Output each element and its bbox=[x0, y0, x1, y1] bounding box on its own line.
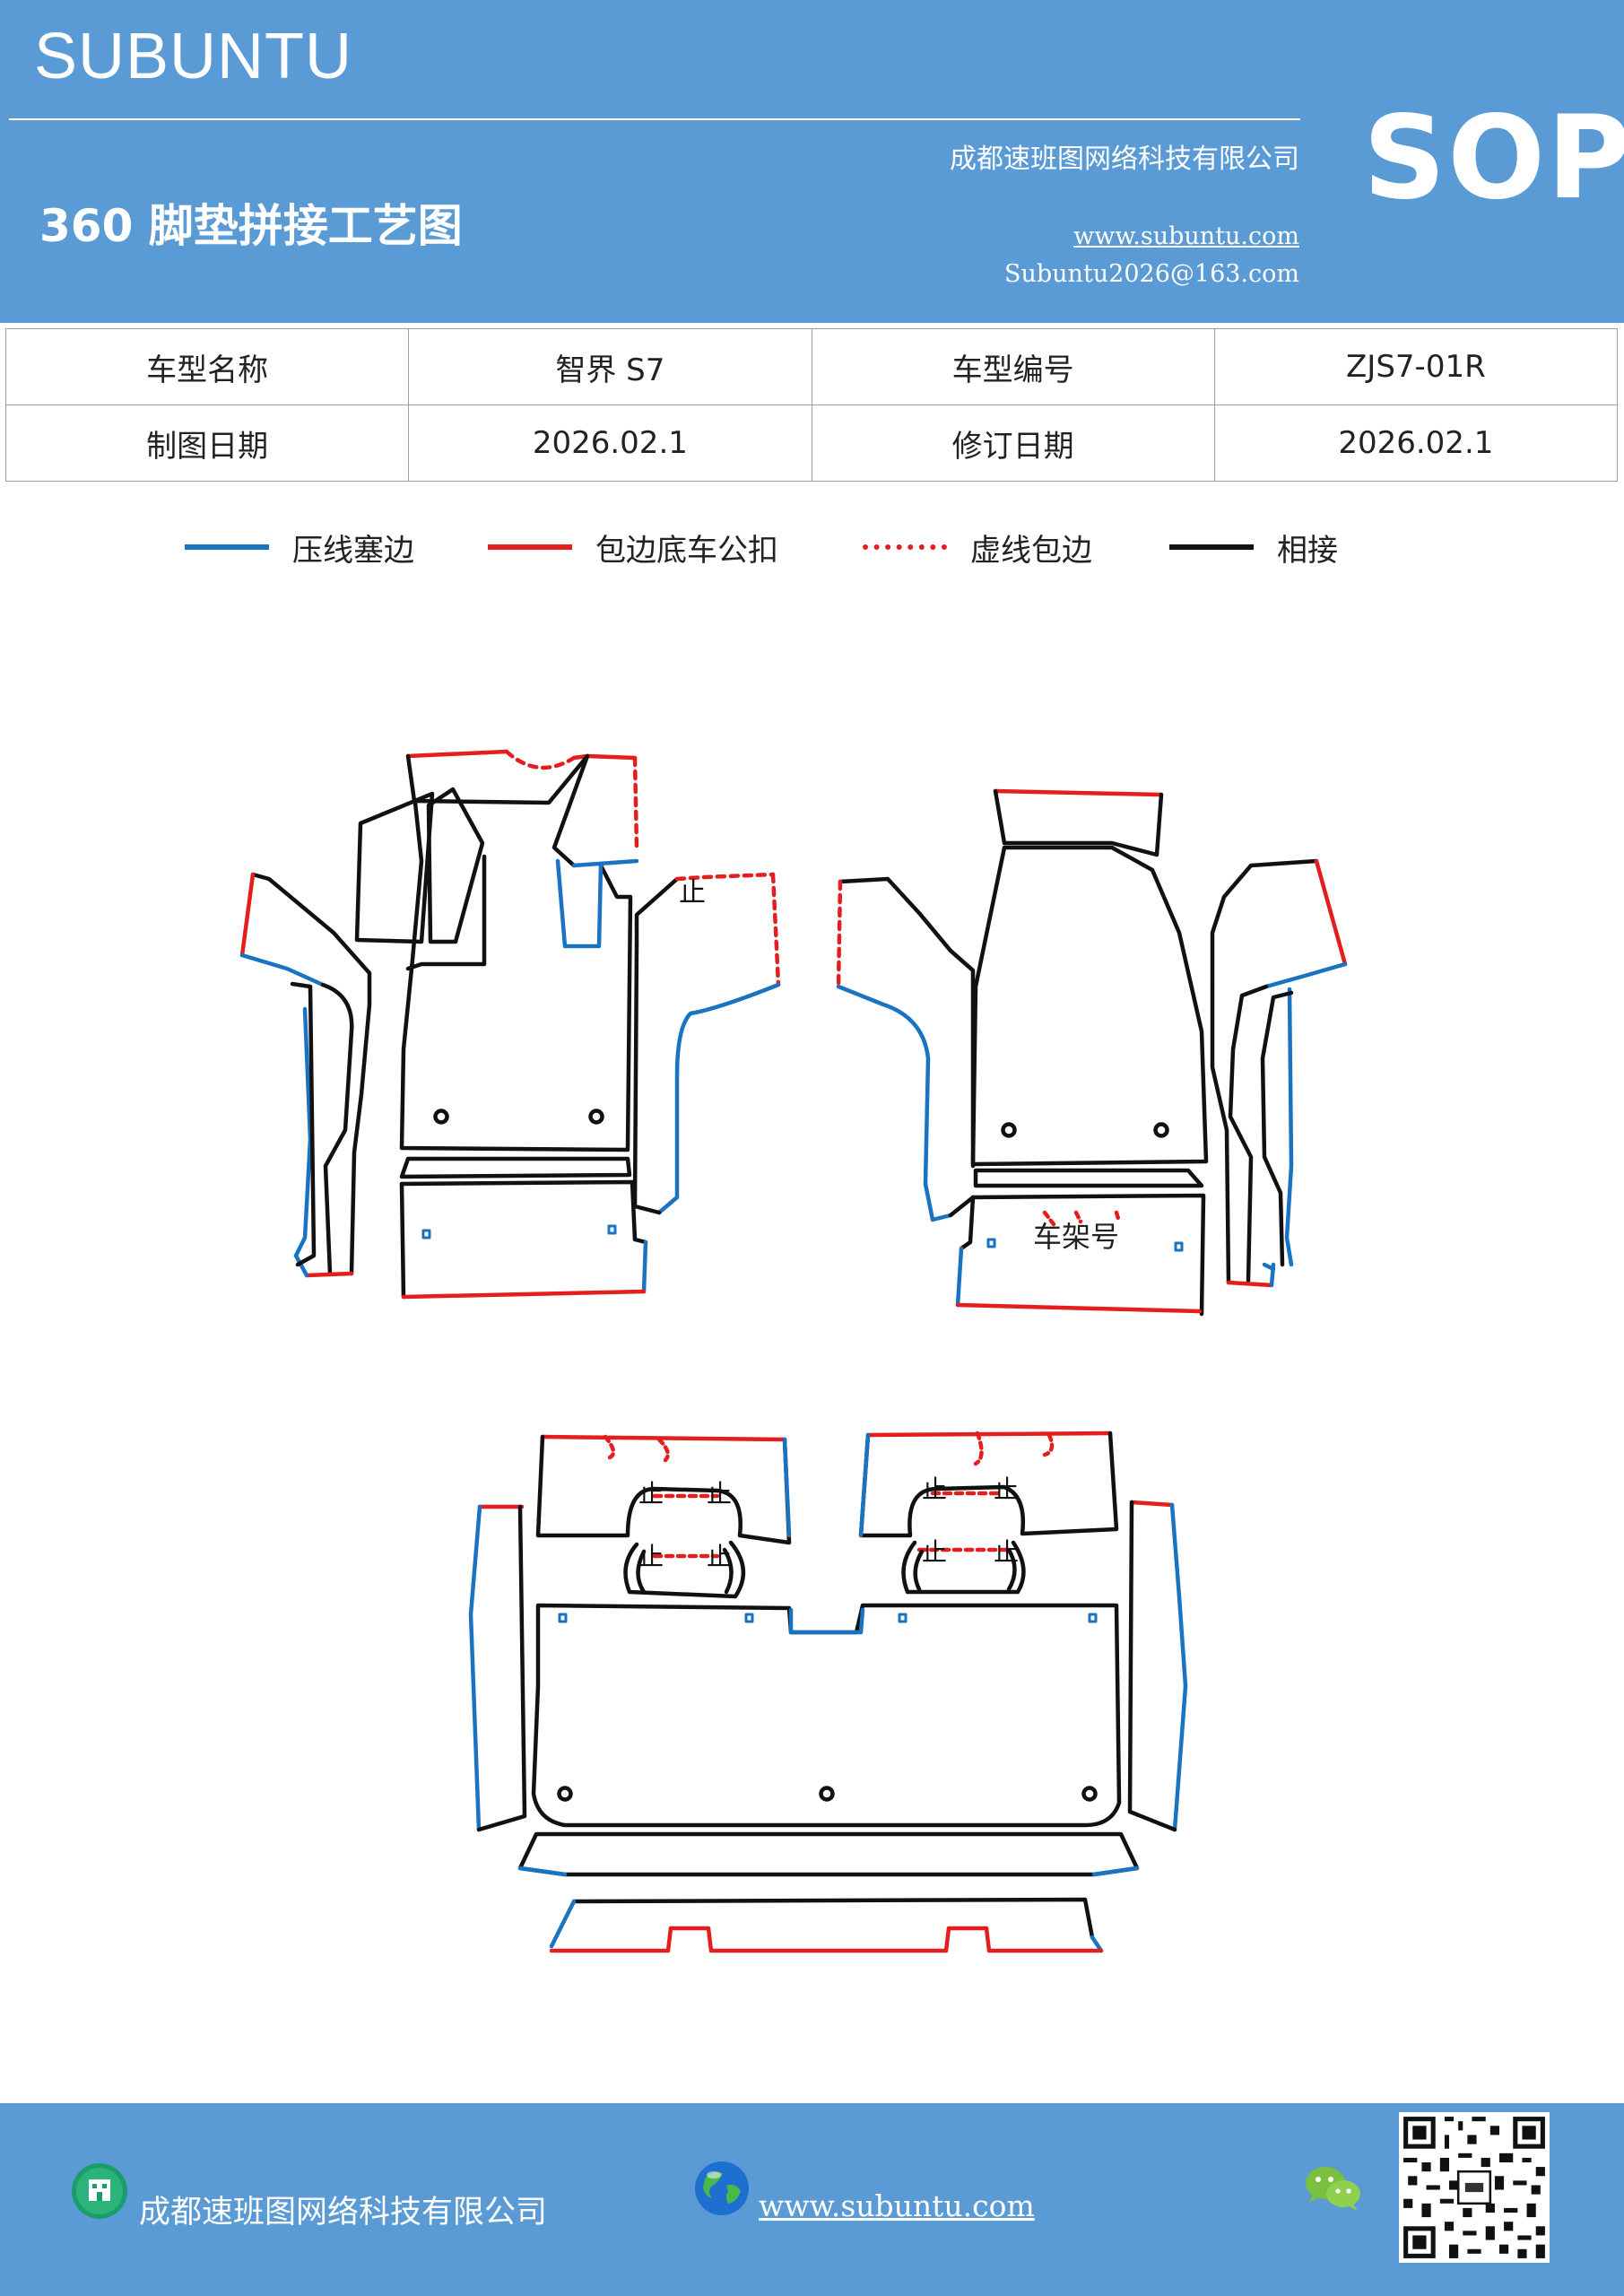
table-row: 制图日期 2026.02.1 修订日期 2026.02.1 bbox=[4, 404, 1619, 482]
company-name: 成都速班图网络科技有限公司 bbox=[950, 144, 1299, 175]
table-cell: 修订日期 bbox=[811, 404, 1215, 482]
legend-swatch bbox=[488, 544, 572, 550]
clip-symbol: 止 bbox=[707, 1542, 732, 1571]
globe-icon bbox=[695, 2161, 749, 2215]
email-address: Subuntu2026@163.com bbox=[1004, 260, 1299, 288]
footer-website-link[interactable]: www.subuntu.com bbox=[759, 2188, 1035, 2223]
clip-symbol: 止 bbox=[994, 1474, 1019, 1504]
legend-item: 相接 bbox=[1169, 525, 1338, 570]
legend-label: 虚线包边 bbox=[970, 532, 1092, 569]
clip-symbol: 止 bbox=[707, 1479, 732, 1509]
driver-mat-group: 止 bbox=[239, 749, 781, 1300]
website-link[interactable]: www.subuntu.com bbox=[1073, 222, 1299, 250]
clip-symbol: 止 bbox=[638, 1479, 664, 1509]
table-cell: ZJS7-01R bbox=[1213, 328, 1619, 405]
legend-item: 包边底车公扣 bbox=[488, 525, 778, 570]
passenger-mat-group: 车架号 bbox=[836, 788, 1348, 1317]
legend-label: 相接 bbox=[1277, 532, 1338, 569]
clip-symbol: 止 bbox=[638, 1542, 664, 1571]
sop-badge: SOP bbox=[1363, 91, 1624, 225]
legend-label: 压线塞边 bbox=[292, 532, 414, 569]
legend-swatch bbox=[863, 544, 947, 550]
qr-code[interactable] bbox=[1399, 2112, 1550, 2263]
legend-item: 虚线包边 bbox=[863, 525, 1092, 570]
building-icon bbox=[72, 2163, 127, 2219]
clip-symbol: 止 bbox=[922, 1474, 947, 1504]
clip-symbol: 止 bbox=[922, 1537, 947, 1567]
legend-item: 压线塞边 bbox=[185, 525, 414, 570]
footer-company-name: 成都速班图网络科技有限公司 bbox=[139, 2195, 548, 2231]
table-cell: 智界 S7 bbox=[408, 328, 812, 405]
table-row: 车型名称 智界 S7 车型编号 ZJS7-01R bbox=[4, 328, 1619, 405]
legend-label: 包边底车公扣 bbox=[595, 532, 778, 569]
brand-name: SUBUNTU bbox=[34, 21, 353, 92]
clip-symbol: 止 bbox=[994, 1537, 1019, 1567]
floor-mat-diagram: 止 车架号 bbox=[239, 749, 1348, 1953]
legend-swatch bbox=[1169, 544, 1254, 550]
footer: 成都速班图网络科技有限公司 www.subuntu.com bbox=[0, 2103, 1624, 2296]
table-cell: 车型编号 bbox=[811, 328, 1215, 405]
document-title: 360 脚垫拼接工艺图 bbox=[39, 200, 463, 252]
rear-mat-group: 止 止 止 止 止 止 止 止 bbox=[468, 1431, 1188, 1953]
header-divider bbox=[9, 118, 1300, 120]
table-cell: 车型名称 bbox=[4, 328, 410, 405]
table-cell: 2026.02.1 bbox=[1213, 404, 1619, 482]
table-cell: 制图日期 bbox=[4, 404, 410, 482]
header: SUBUNTU 成都速班图网络科技有限公司 360 脚垫拼接工艺图 www.su… bbox=[0, 0, 1624, 323]
legend-swatch bbox=[185, 544, 269, 550]
legend: 压线塞边 包边底车公扣 虚线包边 相接 bbox=[0, 525, 1624, 570]
clip-symbol: 止 bbox=[679, 877, 706, 909]
info-table: 车型名称 智界 S7 车型编号 ZJS7-01R 制图日期 2026.02.1 … bbox=[4, 328, 1619, 482]
frame-number-label: 车架号 bbox=[1033, 1220, 1119, 1254]
wechat-icon bbox=[1306, 2167, 1360, 2211]
table-cell: 2026.02.1 bbox=[408, 404, 812, 482]
